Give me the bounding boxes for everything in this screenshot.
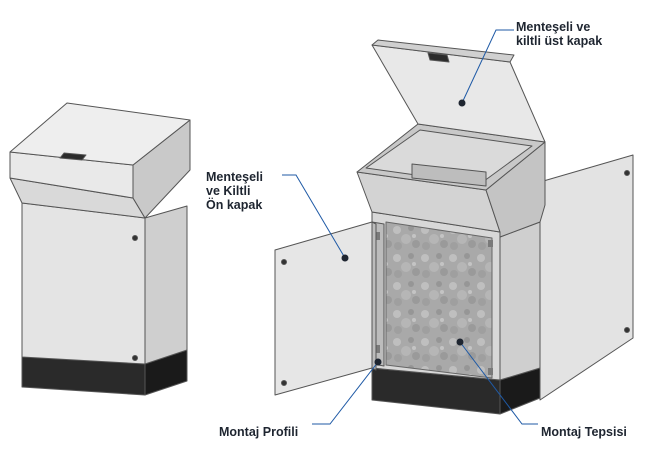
lid-handle bbox=[59, 152, 87, 161]
dot-mounting-profile bbox=[374, 358, 382, 366]
open-cabinet bbox=[274, 39, 634, 415]
open-front-door bbox=[274, 221, 373, 396]
leader-lines bbox=[282, 29, 538, 425]
label-top-cover-line-2: kiltli üst kapak bbox=[516, 34, 603, 48]
label-front-cover-line-1: Menteşeli bbox=[206, 170, 263, 184]
label-top-cover-line-1: Menteşeli ve bbox=[516, 20, 591, 34]
leader-top-cover bbox=[461, 29, 514, 104]
side-door bbox=[539, 154, 634, 401]
leader-mounting-tray bbox=[459, 341, 538, 425]
leader-front-cover bbox=[282, 174, 346, 259]
label-mounting-tray: Montaj Tepsisi bbox=[541, 425, 627, 439]
open-lid-handle bbox=[427, 52, 450, 63]
callout-dots bbox=[341, 99, 466, 366]
closed-cabinet-top-lid bbox=[9, 102, 191, 166]
dot-top-cover bbox=[458, 99, 466, 107]
closed-cabinet-front-door bbox=[21, 202, 146, 365]
open-top-lid bbox=[371, 44, 546, 143]
closed-cabinet bbox=[9, 102, 191, 396]
label-front-cover: Menteşeli ve Kiltli Ön kapak bbox=[206, 170, 263, 212]
label-front-cover-line-2: ve Kiltli bbox=[206, 184, 251, 198]
label-top-cover: Menteşeli ve kiltli üst kapak bbox=[516, 20, 602, 48]
mounting-tray bbox=[385, 221, 493, 379]
label-front-cover-line-3: Ön kapak bbox=[206, 198, 263, 212]
label-mounting-profile: Montaj Profili bbox=[219, 425, 299, 439]
leader-mounting-profile bbox=[312, 361, 379, 425]
dot-front-cover bbox=[341, 254, 349, 262]
dot-mounting-tray bbox=[456, 338, 464, 346]
